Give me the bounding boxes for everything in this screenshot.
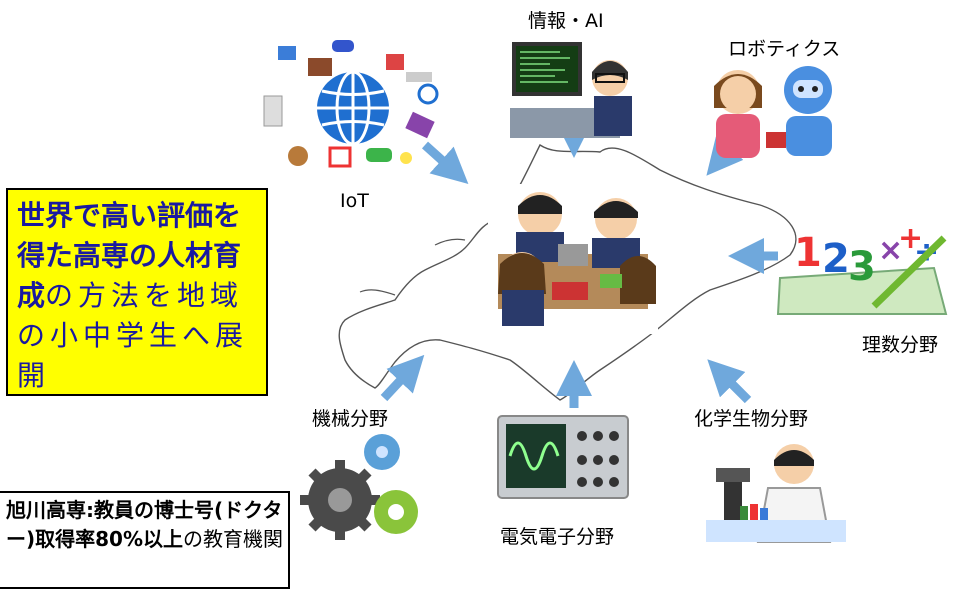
mission-bold-text: 世界で高い評価を得た高専の人材育成 bbox=[17, 199, 242, 312]
svg-text:+: + bbox=[898, 221, 923, 256]
label-electrical: 電気電子分野 bbox=[500, 526, 615, 548]
iot-globe-icon bbox=[263, 40, 439, 168]
label-math: 理数分野 bbox=[862, 334, 939, 356]
arrow-mechanical bbox=[380, 354, 425, 402]
svg-text:1: 1 bbox=[794, 230, 822, 276]
label-mechanical: 機械分野 bbox=[312, 408, 389, 430]
mission-normal-text: の方法を地域の小中学生へ bbox=[17, 279, 244, 352]
computer-programmer-icon bbox=[510, 42, 632, 138]
school-info-bold: 旭川高専:教員の博士号(ドクター)取得率80%以上 bbox=[6, 498, 283, 551]
scientist-microscope-icon bbox=[706, 444, 846, 543]
label-info-ai: 情報・AI bbox=[528, 10, 604, 32]
label-chemistry: 化学生物分野 bbox=[694, 408, 809, 430]
robot-with-person-icon bbox=[714, 66, 832, 158]
svg-text:×: × bbox=[878, 233, 903, 268]
math-notebook-icon: 1 2 3 × + ÷ bbox=[776, 221, 948, 315]
students-group-icon bbox=[488, 184, 658, 334]
label-iot: IoT bbox=[340, 190, 369, 212]
svg-text:3: 3 bbox=[848, 244, 876, 290]
gears-icon bbox=[300, 434, 418, 540]
arrow-iot bbox=[421, 141, 469, 185]
mission-last-line: 展開 bbox=[17, 319, 249, 392]
label-robotics: ロボティクス bbox=[728, 38, 841, 60]
school-info-normal: の教育機関 bbox=[183, 527, 284, 551]
arrow-chemistry bbox=[707, 359, 752, 404]
oscilloscope-icon bbox=[497, 415, 629, 499]
school-info-box: 旭川高専:教員の博士号(ドクター)取得率80%以上の教育機関 bbox=[0, 491, 290, 589]
mission-statement-box: 世界で高い評価を得た高専の人材育成の方法を地域の小中学生へ展開 bbox=[6, 188, 268, 396]
svg-text:2: 2 bbox=[822, 236, 850, 282]
